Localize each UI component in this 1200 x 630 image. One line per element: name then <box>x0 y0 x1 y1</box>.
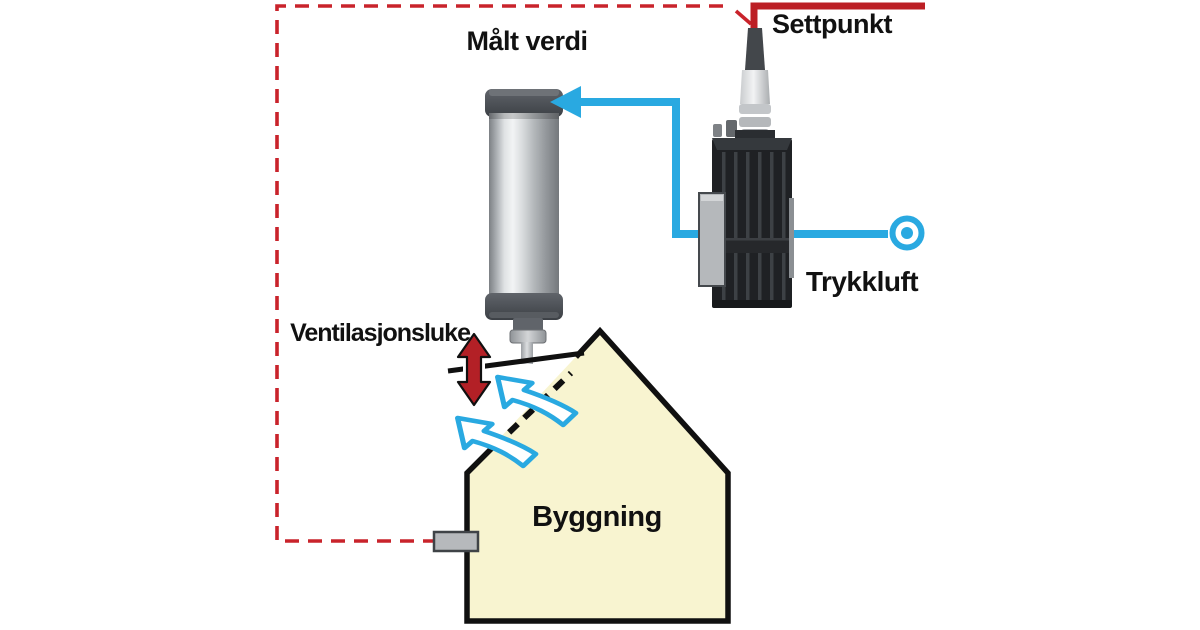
compressed-air-source-dot <box>901 227 913 239</box>
building-outline <box>464 326 731 624</box>
feedback-dashed-path <box>275 4 728 543</box>
setpoint-label: Settpunkt <box>772 9 893 39</box>
positioner-regulator-icon <box>698 28 794 308</box>
hatch-opening-dashed-line <box>491 370 574 450</box>
building-sensor-connector <box>432 530 480 553</box>
compressed-air-label: Trykkluft <box>805 266 919 297</box>
cylinder-bottom-cap-highlight <box>489 312 559 318</box>
cylinder-top-cap-highlight <box>489 89 559 96</box>
building-label: Byggning <box>532 501 662 533</box>
device-side-block <box>698 192 726 287</box>
cable-sleeve <box>745 28 765 70</box>
boot-rib <box>739 117 771 127</box>
device-side-block-bevel <box>701 195 723 201</box>
device-base <box>712 300 792 308</box>
cylinder-flange <box>513 318 543 332</box>
feedback-dashed-line <box>275 4 753 543</box>
device-bolt <box>726 120 737 137</box>
setpoint-line <box>750 2 925 32</box>
device-top-face <box>712 138 792 150</box>
device-side-strip <box>789 198 794 278</box>
pneumatic-signal-lines <box>562 98 925 251</box>
hatch-motion-arrow-icon <box>454 330 494 409</box>
device-bolt <box>713 124 722 137</box>
measured-value-label: Målt verdi <box>466 26 588 56</box>
pneumatic-cylinder-icon <box>485 89 563 364</box>
ventilation-hatch-label: Ventilasjonsluke <box>290 319 471 347</box>
cylinder-body <box>489 113 559 295</box>
device-band <box>712 238 792 253</box>
cylinder-body-shadow <box>489 113 559 119</box>
building-fill <box>467 331 728 623</box>
feedback-dash-diagonal <box>734 9 753 26</box>
cylinder-collar <box>509 329 547 344</box>
hatch-motion-arrow <box>456 332 492 407</box>
cable-boot <box>740 70 770 104</box>
signal-arrowhead-icon <box>550 86 581 118</box>
boot-rib <box>739 104 771 114</box>
signal-line-to-cylinder <box>562 98 708 238</box>
device-band-highlight <box>712 238 792 241</box>
